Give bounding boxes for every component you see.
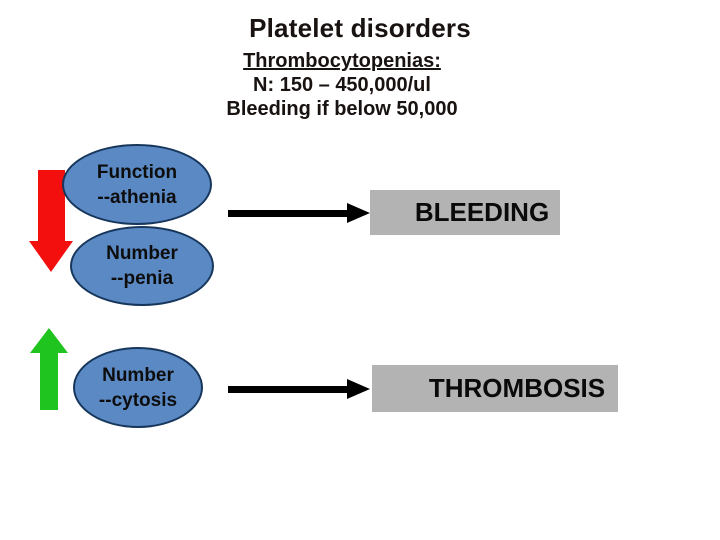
ellipse-label-line: Number: [102, 364, 174, 386]
subtitle-line-normal-range: N: 150 – 450,000/ul: [253, 74, 431, 96]
subtitle-line-bleeding-threshold: Bleeding if below 50,000: [226, 98, 458, 120]
ellipse-function-athenia: Function --athenia: [62, 144, 212, 225]
arrow-shaft: [228, 210, 348, 217]
black-right-arrow-icon: [228, 203, 370, 223]
arrow-shaft: [228, 386, 348, 393]
ellipse-label-line: Number: [106, 243, 178, 264]
arrow-head: [347, 203, 370, 223]
subtitle-line-thrombocytopenias: Thrombocytopenias:: [243, 50, 441, 72]
ellipse-number-cytosis: Number --cytosis: [73, 347, 203, 428]
red-down-arrow-icon: [38, 170, 65, 242]
ellipse-label-line: Function: [96, 161, 178, 183]
black-right-arrow-icon: [228, 379, 370, 399]
outcome-box-thrombosis: THROMBOSIS: [372, 365, 618, 412]
ellipse-label-line: --athenia: [97, 186, 177, 208]
outcome-label: BLEEDING: [414, 197, 550, 227]
ellipse-label-line: --penia: [110, 268, 174, 289]
ellipse-label-line: --cytosis: [98, 389, 178, 411]
ellipse-number-penia: Number --penia: [70, 226, 214, 306]
green-up-arrow-head-icon: [30, 328, 68, 353]
outcome-box-bleeding: BLEEDING: [370, 190, 560, 235]
slide-title: Platelet disorders: [249, 13, 471, 43]
arrow-head: [347, 379, 370, 399]
slide-subtitle: Thrombocytopenias: N: 150 – 450,000/ul B…: [202, 49, 482, 121]
green-up-arrow-icon: [40, 352, 58, 410]
outcome-label: THROMBOSIS: [428, 373, 606, 403]
red-down-arrow-head-icon: [29, 241, 73, 272]
